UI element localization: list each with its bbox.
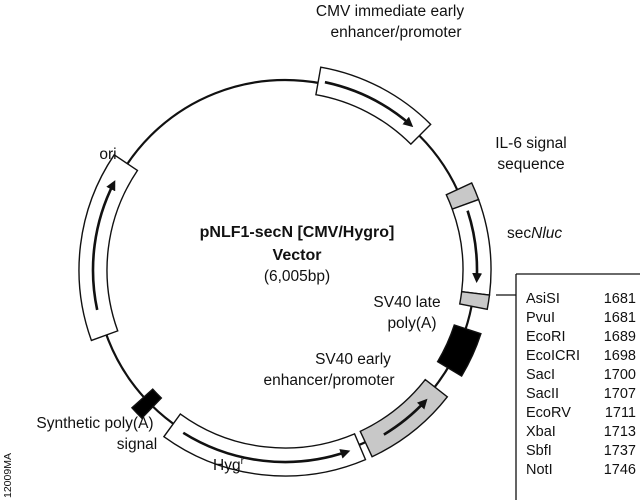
hygr-label-base: Hyg <box>213 457 241 474</box>
hygr-label: Hygr <box>213 456 245 474</box>
site-position: 1689 <box>604 329 636 345</box>
il6-label-line1: IL-6 signal <box>495 135 567 152</box>
site-name: SacII <box>526 386 559 402</box>
sv40-early-promoter-segment <box>359 378 449 458</box>
synthetic-polya-label-line1: Synthetic poly(A) <box>36 415 153 432</box>
sv40-early-label-line2: enhancer/promoter <box>264 372 395 389</box>
vector-label: Vector <box>273 247 322 264</box>
nluc-label-italic: Nluc <box>531 225 562 242</box>
site-position: 1713 <box>604 424 636 440</box>
ori-label: ori <box>99 146 116 163</box>
cmv-label-line2: enhancer/promoter <box>331 24 462 41</box>
cmv-label-line1: CMV immediate early <box>316 3 464 20</box>
site-position: 1700 <box>604 367 636 383</box>
site-name: PvuI <box>526 310 555 326</box>
site-name: AsiSI <box>526 291 560 307</box>
site-name: EcoICRI <box>526 348 580 364</box>
site-name: SacI <box>526 367 555 383</box>
synthetic-polya-label-line2: signal <box>117 436 158 453</box>
sv40-early-label-line1: SV40 early <box>315 351 391 368</box>
nluc-label: secNluc <box>507 225 562 242</box>
site-position: 1681 <box>604 310 636 326</box>
site-position: 1711 <box>605 405 636 421</box>
sv40-late-polya-segment <box>436 324 482 378</box>
site-position: 1707 <box>604 386 636 402</box>
nluc-direction-arrow <box>466 210 483 284</box>
site-name: SbfI <box>526 443 552 459</box>
sv40-late-label-line1: SV40 late <box>373 294 440 311</box>
sv40-late-label-line2: poly(A) <box>387 315 436 332</box>
site-name: EcoRI <box>526 329 566 345</box>
ori-segment <box>78 153 139 342</box>
feature-layer <box>78 66 492 477</box>
figure-id: 12009MA <box>2 453 14 498</box>
site-position: 1681 <box>604 291 636 307</box>
site-position: 1698 <box>604 348 636 364</box>
site-name: NotI <box>526 462 553 478</box>
hygr-label-sup: r <box>241 456 245 467</box>
cmv-promoter-segment <box>315 66 432 146</box>
hygr-direction-arrow <box>182 431 351 464</box>
site-position: 1746 <box>604 462 636 478</box>
sv40-early-direction-arrow <box>383 398 428 436</box>
cmv-direction-arrow <box>324 80 414 128</box>
site-name: EcoRV <box>526 405 571 421</box>
hygr-segment <box>162 413 367 477</box>
mcs-segment <box>458 290 491 311</box>
synthetic-polya-segment <box>130 388 163 420</box>
site-position: 1737 <box>604 443 636 459</box>
vector-size: (6,005bp) <box>264 268 330 285</box>
ori-direction-arrow <box>91 180 116 311</box>
vector-name: pNLF1-secN [CMV/Hygro] <box>200 224 395 241</box>
nluc-segment <box>451 198 492 296</box>
site-name: XbaI <box>526 424 556 440</box>
il6-label-line2: sequence <box>497 156 564 173</box>
nluc-label-prefix: sec <box>507 225 531 242</box>
